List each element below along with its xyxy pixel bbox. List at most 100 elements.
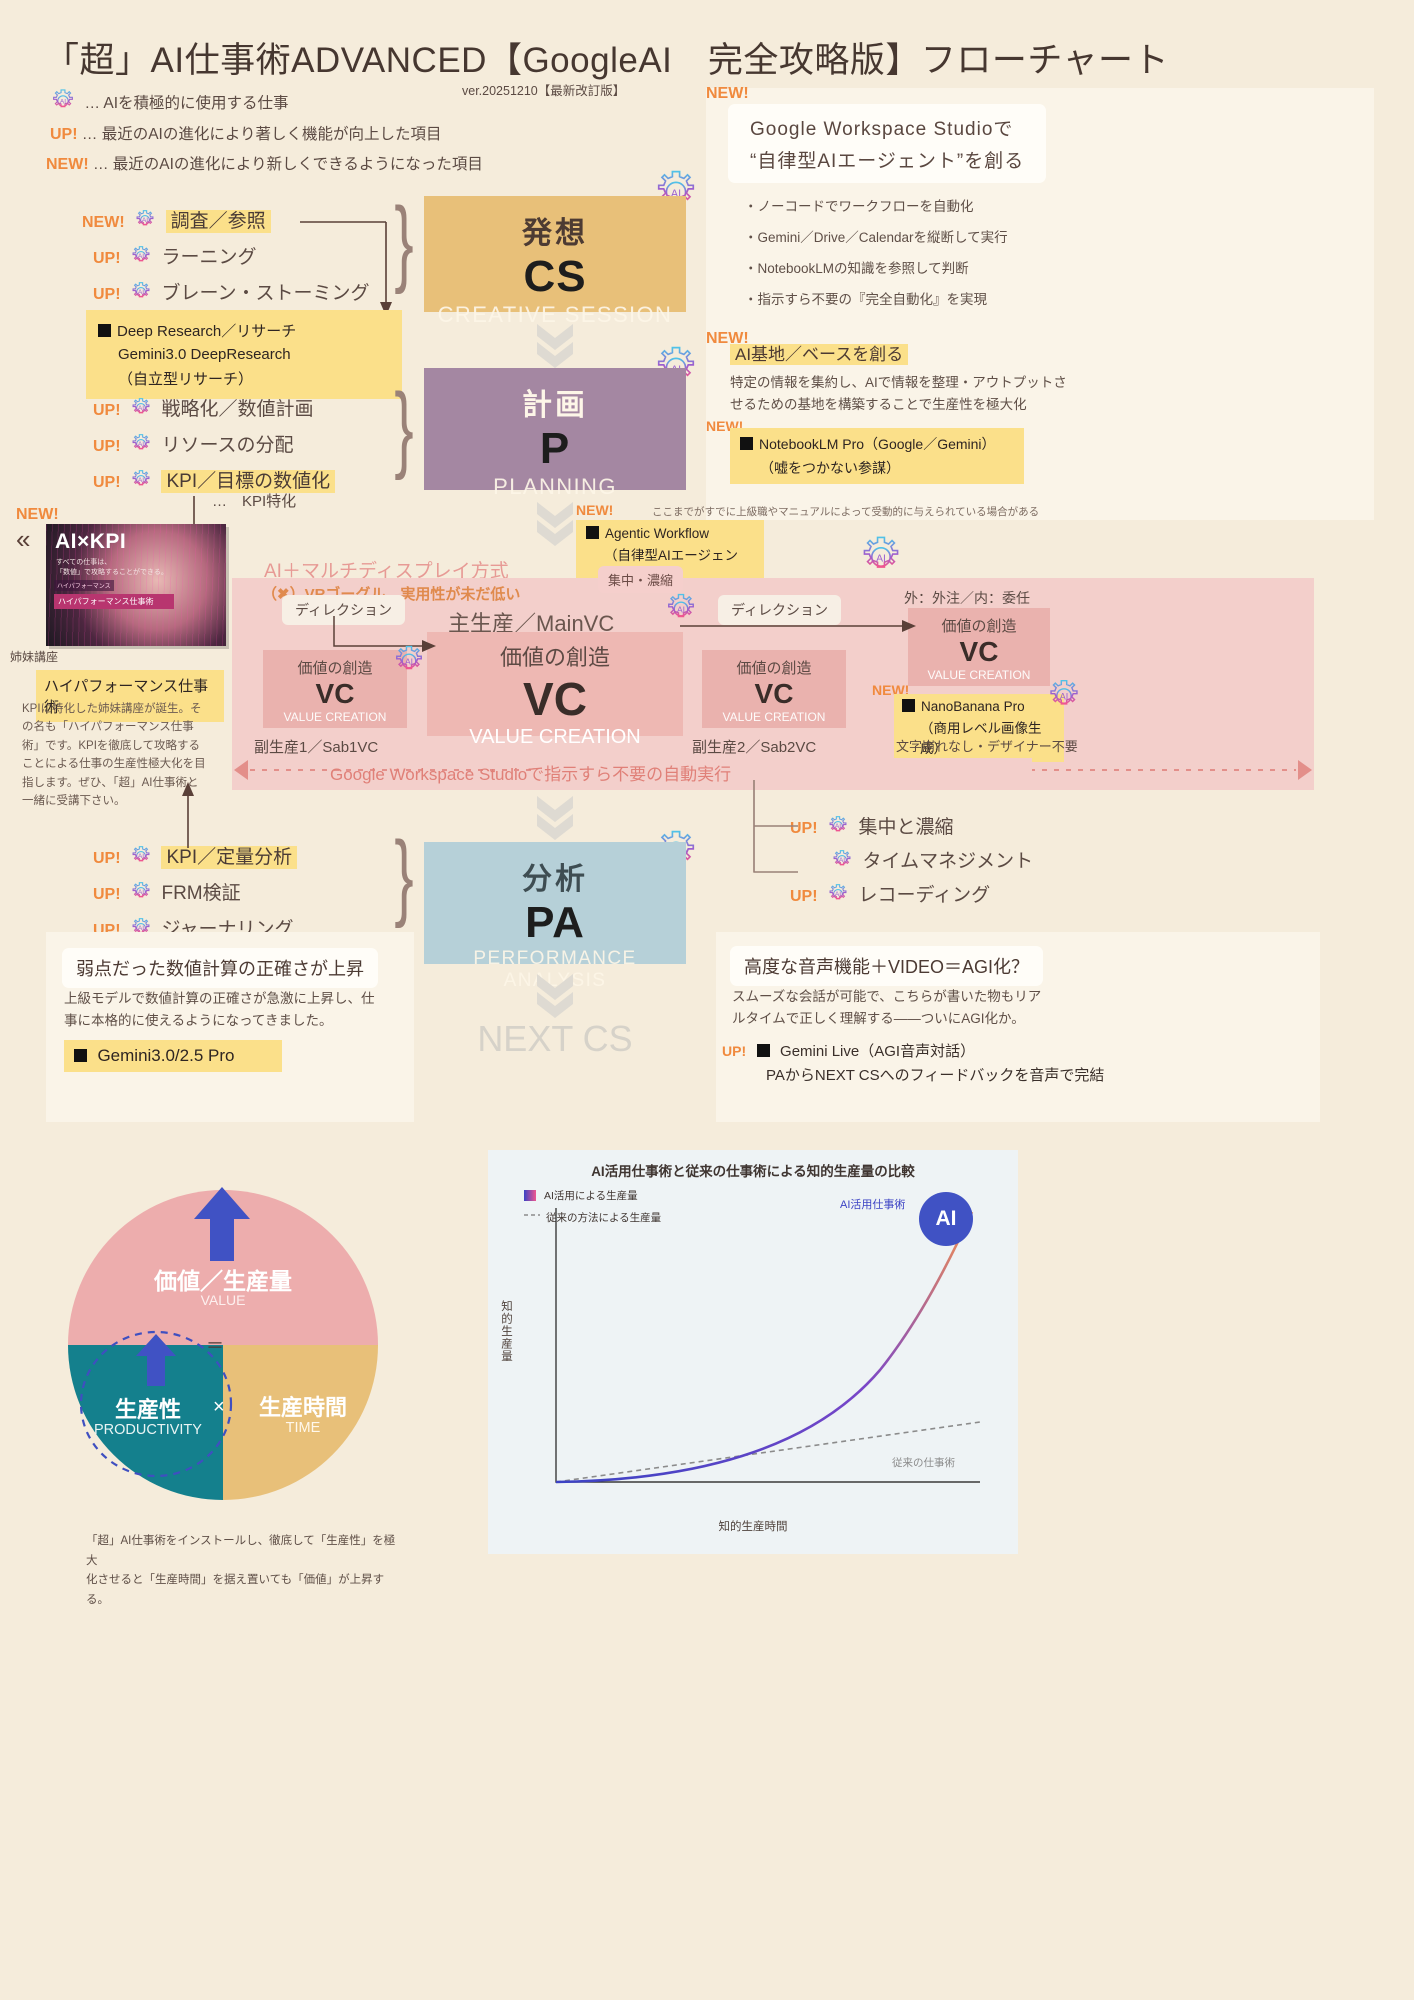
calc-desc-line2: 事に本格的に使えるようになってきました。	[64, 1012, 333, 1028]
svg-text:AI: AI	[138, 253, 144, 260]
pa-input-row-1: UP! AI KPI／定量分析	[93, 842, 298, 872]
circle-caption-line1: 「超」AI仕事術をインストールし、徹底して「生産性」を極大	[86, 1535, 396, 1567]
notebooklm-line2: （嘘をつかない参謀）	[760, 460, 900, 476]
legend-swatch-traditional	[524, 1214, 540, 1216]
base-title-wrap: AI基地／ベースを創る	[730, 340, 909, 365]
stage-pa-code: PA	[525, 898, 585, 947]
legend-row-up: UP! … 最近のAIの進化により著しく機能が向上した項目	[50, 122, 442, 144]
legend-dots: …	[92, 156, 109, 173]
circle-productivity-quad	[68, 1345, 223, 1500]
nano-line2: （商用レベル画像生成）	[920, 721, 1042, 756]
ai-gear-icon: AI	[130, 433, 152, 460]
production-header: AI＋マルチディスプレイ方式	[264, 561, 509, 582]
cs-input-label-2: ラーニング	[161, 247, 257, 268]
voice-tag: UP!	[722, 1043, 747, 1059]
page-title: 「超」AI仕事術ADVANCED【GoogleAI 完全攻略版】フローチャート	[44, 41, 1170, 80]
legend-up-text: 最近のAIの進化により著しく機能が向上した項目	[101, 126, 442, 143]
studio-bullet-3: ・NotebookLMの知識を参照して判断	[744, 260, 969, 276]
ai-gear-icon: AI	[130, 469, 152, 496]
cs-input-tag-1: NEW!	[82, 214, 125, 231]
chart-xlabel: 知的生産時間	[718, 1521, 788, 1533]
studio-title-line2: “自律型AIエージェント”を創る	[750, 151, 1025, 172]
pa-right-tag-1: UP!	[790, 820, 818, 837]
legend-new-tag: NEW!	[46, 156, 89, 173]
chevron-down-icon-pa-next	[531, 970, 579, 1023]
svg-text:AI: AI	[60, 99, 66, 106]
legend-row-ai: AI … AIを積極的に使用する仕事	[50, 88, 289, 119]
legend-swatch-ai	[524, 1190, 536, 1201]
sub1vc-jp: 価値の創造	[297, 660, 373, 677]
notebooklm-note: NotebookLM Pro（Google／Gemini） （嘘をつかない参謀）	[730, 428, 1024, 484]
calc-note-text: Gemini3.0/2.5 Pro	[97, 1046, 235, 1065]
stage-cs: 発想 CS CREATIVE SESSION	[424, 196, 686, 327]
chevron-down-icon-cs-p	[531, 320, 579, 373]
mainvc-code: VC	[523, 673, 587, 725]
cs-brace: }	[394, 188, 414, 295]
magazine-arrow-icon: «	[16, 524, 31, 554]
chevron-down-icon-p-vc	[531, 498, 579, 551]
chart-legend-trad-label: 従来の方法による生産量	[546, 1212, 662, 1224]
next-cs-label: NEXT CS	[477, 1018, 633, 1059]
calc-title: 弱点だった数値計算の正確さが上昇	[62, 948, 378, 988]
pa-up-arrow-icon	[182, 782, 194, 848]
calc-title-text: 弱点だった数値計算の正確さが上昇	[76, 959, 364, 979]
base-desc: 特定の情報を集約し、AIで情報を整理・アウトプットさ せるための基地を構築するこ…	[730, 372, 1170, 416]
legend-ai-text: AIを積極的に使用する仕事	[103, 94, 289, 112]
direction-right-chip: ディレクション	[718, 595, 842, 625]
sub1vc-code: VC	[315, 678, 355, 709]
ai-gear-icon: AI	[134, 209, 156, 236]
chart-annotation-ai: AI活用仕事術	[840, 1199, 906, 1211]
svg-text:AI: AI	[405, 656, 413, 666]
svg-text:AI: AI	[1060, 692, 1069, 702]
pa-input-label-1: KPI／定量分析	[161, 846, 298, 869]
voice-title: 高度な音声機能＋VIDEO＝AGI化？	[730, 946, 1044, 986]
circle-caption-line2: 化させると「生産時間」を据え置いても「価値」が上昇する。	[86, 1574, 385, 1606]
pa-right-label-2: タイムマネジメント	[862, 851, 1034, 872]
legend-dots: …	[81, 126, 98, 143]
calc-note: Gemini3.0/2.5 Pro	[64, 1040, 282, 1072]
pa-right-tag-3: UP!	[790, 888, 818, 905]
cs-connector	[300, 221, 392, 316]
magazine-desc: KPIに特化した姉妹講座が誕生。その名も「ハイパフォーマンス仕事術」です。KPI…	[22, 703, 206, 807]
ai-gear-icon: AI	[130, 281, 152, 308]
black-square-icon	[586, 526, 599, 539]
circle-time-en: TIME	[285, 1420, 321, 1436]
agentic-line1: Agentic Workflow	[605, 526, 710, 541]
direction-left-chip: ディレクション	[282, 595, 406, 625]
chevron-down-icon-vc-pa	[531, 792, 579, 845]
studio-title: Google Workspace Studioで “自律型AIエージェント”を創…	[728, 104, 1047, 183]
pa-right-label-1: 集中と濃縮	[858, 817, 954, 838]
ai-gear-icon: AI	[130, 397, 152, 424]
sub2vc-en: VALUE CREATION	[722, 710, 826, 724]
svg-text:AI: AI	[142, 217, 148, 224]
pa-brace: }	[394, 822, 414, 929]
outsource-label: 外：外注／内：委任	[904, 590, 1030, 606]
stage-p: 計画 P PLANNING	[424, 368, 686, 499]
voice-desc-line2: ルタイムで正しく理解する――ついにAGI化か。	[732, 1010, 1025, 1026]
ai-gear-icon-nano: AI	[1046, 678, 1082, 719]
stage-cs-jp: 発想	[522, 217, 588, 250]
svg-text:AI: AI	[835, 891, 841, 898]
mainvc-caption: 主生産／MainVC	[448, 611, 615, 636]
cs-input-row-2: UP! AI ラーニング	[93, 242, 256, 272]
circle-equals: ＝	[206, 1336, 224, 1356]
notebooklm-line1: NotebookLM Pro（Google／Gemini）	[759, 436, 996, 452]
chart-ai-badge: AI	[919, 1192, 973, 1246]
chart-legend-ai-label: AI活用による生産量	[544, 1190, 638, 1202]
voice-note-line2: PAからNEXT CSへのフィードバックを音声で完結	[766, 1067, 1105, 1084]
magazine-cover-band: ハイパフォーマンス仕事術	[54, 594, 174, 609]
p-input-label-2: リソースの分配	[161, 435, 294, 456]
calc-desc-line1: 上級モデルで数値計算の正確さが急激に上昇し、仕	[64, 991, 375, 1006]
legend-dots: …	[84, 94, 100, 112]
studio-bullets: ・ノーコードでワークフローを自動化 ・Gemini／Drive／Calendar…	[744, 196, 1164, 310]
black-square-icon	[756, 1044, 770, 1057]
studio-bullet-1: ・ノーコードでワークフローを自動化	[744, 199, 974, 214]
cs-input-label-3: ブレーン・ストーミング	[161, 283, 370, 304]
svg-text:AI: AI	[671, 188, 681, 200]
agentic-new-badge: NEW!	[576, 502, 614, 518]
magazine-title-text: ハイパフォーマンス仕事術	[44, 678, 209, 716]
svg-text:AI: AI	[839, 857, 845, 864]
circle-productivity-en: PRODUCTIVITY	[94, 1422, 202, 1438]
sub2vc-box: 価値の創造 VC VALUE CREATION	[702, 650, 846, 728]
magazine-cover: AI×KPI すべての仕事は、 「数値」で攻略することができる。 ハイパフォーマ…	[46, 524, 226, 646]
